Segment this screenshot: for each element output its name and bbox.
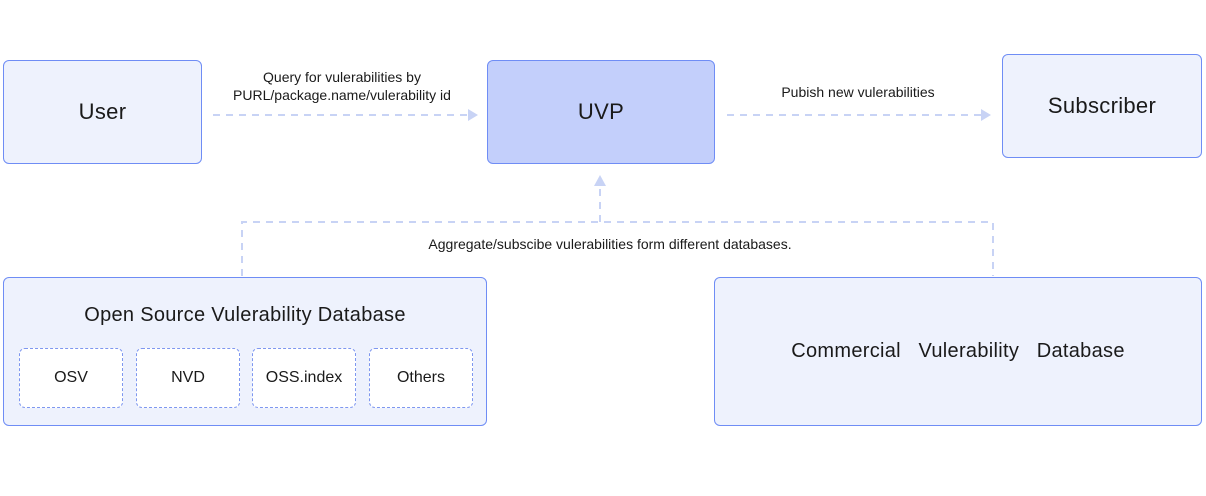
user-label: User [78,99,127,124]
source-oss-index: OSS.index [252,348,356,408]
subscriber-label: Subscriber [1047,93,1157,118]
source-others: Others [369,348,473,408]
query-label-line2: PURL/package.name/vulerability id [233,87,451,103]
aggregate-line [241,221,994,276]
arrowhead-uvp-left [468,109,478,121]
arrowhead-uvp-bottom [594,175,606,186]
subscriber-node: Subscriber [1002,54,1202,158]
query-label-line1: Query for vulerabilities by [263,69,421,85]
commercial-database-label: Commercial Vulerability Database [791,340,1125,362]
uvp-label: UVP [577,99,625,124]
commercial-database-node: Commercial Vulerability Database [714,277,1202,426]
publish-edge-label: Pubish new vulerabilities [781,84,935,100]
source-osv: OSV [19,348,123,408]
user-node: User [3,60,202,164]
query-edge-label: Query for vulerabilities by PURL/package… [208,68,476,104]
aggregate-edge-label: Aggregate/subscibe vulerabilities form d… [428,236,792,252]
source-nvd: NVD [136,348,240,408]
open-source-database-title: Open Source Vulerability Database [84,304,406,326]
arrowhead-subscriber [981,109,991,121]
uvp-node: UVP [487,60,715,164]
